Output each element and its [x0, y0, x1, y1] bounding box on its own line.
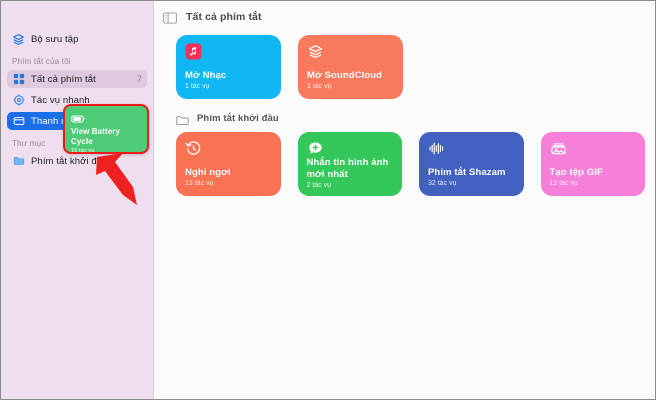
shortcut-card-open-soundcloud[interactable]: Mở SoundCloud 1 tác vụ [298, 35, 403, 99]
callout-title: View Battery Cycle [71, 127, 121, 146]
folder-icon [12, 155, 25, 168]
sidebar-item-label: Thanh menu [31, 115, 86, 127]
card-subtitle: 1 tác vụ [185, 83, 210, 90]
sidebar-item-label: Tất cả phím tắt [31, 73, 96, 85]
shortcut-group-starter: Phím tắt khởi đầu Nghỉ ngơi 13 tác vụ [154, 108, 655, 196]
card-title: Mở SoundCloud [307, 69, 383, 81]
folder-icon [176, 113, 189, 125]
card-text: Phím tắt Shazam 32 tác vụ [428, 167, 515, 190]
card-subtitle: 13 tác vụ [185, 180, 214, 187]
message-plus-icon [307, 140, 324, 157]
menubar-icon [12, 115, 25, 128]
card-subtitle: 1 tác vụ [307, 83, 332, 90]
sidebar-item-starter-shortcuts[interactable]: Phím tắt khởi đầu [7, 152, 147, 170]
page-title: Tất cả phím tắt [186, 10, 262, 23]
card-subtitle: 12 tác vụ [549, 180, 578, 187]
sidebar-item-gallery[interactable]: Bộ sưu tập [7, 30, 147, 48]
card-title: Tạo tệp GIF [549, 166, 603, 178]
card-subtitle: 32 tác vụ [428, 180, 457, 187]
card-title: Nghỉ ngơi [185, 166, 231, 178]
shortcut-card-shazam[interactable]: Phím tắt Shazam 32 tác vụ [419, 132, 524, 196]
battery-shortcut-callout-card[interactable]: View Battery Cycle 15 tác vụ [63, 104, 149, 154]
card-row: Nghỉ ngơi 13 tác vụ Nhắn tin hình ảnh mớ… [164, 132, 645, 196]
grid-icon [12, 73, 25, 86]
card-title: Nhắn tin hình ảnh mới nhất [306, 157, 389, 180]
card-text: Nhắn tin hình ảnh mới nhất 2 tác vụ [307, 157, 394, 191]
shortcut-card-make-gif[interactable]: Tạo tệp GIF 12 tác vụ [540, 132, 645, 196]
card-text: Mở SoundCloud 1 tác vụ [307, 70, 394, 93]
apple-music-icon [185, 43, 202, 60]
card-text: Mở Nhạc 1 tác vụ [185, 70, 272, 93]
soundcloud-layers-icon [307, 43, 324, 60]
card-text: Nghỉ ngơi 13 tác vụ [185, 167, 272, 190]
shortcut-card-open-music[interactable]: Mở Nhạc 1 tác vụ [176, 35, 281, 99]
sidebar-item-quick-actions[interactable]: Tác vụ nhanh [7, 91, 147, 109]
sidebar-top-spacer [1, 1, 153, 30]
callout-text: View Battery Cycle 15 tác vụ [71, 127, 141, 154]
sidebar-item-label: Tác vụ nhanh [31, 94, 90, 106]
layers-icon [12, 33, 25, 46]
card-subtitle: 2 tác vụ [306, 182, 332, 189]
group-header: Phím tắt khởi đầu [164, 108, 645, 128]
card-row: Mở Nhạc 1 tác vụ Mở SoundCloud [164, 35, 645, 99]
card-title: Mở Nhạc [185, 69, 227, 81]
gear-icon [12, 94, 25, 107]
red-arrow-annotation [93, 151, 147, 207]
sidebar-item-label: Bộ sưu tập [31, 33, 79, 45]
card-title: Phím tắt Shazam [428, 166, 506, 178]
shortcut-group-all: Mở Nhạc 1 tác vụ Mở SoundCloud [154, 35, 655, 99]
sidebar-section-folders: Thư mục [12, 139, 46, 148]
waveform-icon [428, 140, 445, 157]
main-header: Tất cả phím tắt [154, 1, 655, 24]
shortcut-card-rest[interactable]: Nghỉ ngơi 13 tác vụ [176, 132, 281, 196]
main-content: Tất cả phím tắt Mở Nhạc 1 tác vụ [154, 1, 655, 399]
photo-stack-icon [550, 140, 567, 157]
sidebar-section-my-shortcuts: Phím tắt của tôi [12, 57, 71, 66]
sidebar-item-all-shortcuts[interactable]: Tất cả phím tắt 7 [7, 70, 147, 88]
card-text: Tạo tệp GIF 12 tác vụ [550, 167, 637, 190]
sidebar-item-count: 7 [136, 74, 142, 84]
callout-subtitle: 15 tác vụ [71, 148, 95, 154]
sidebar-item-label: Phím tắt khởi đầu [31, 155, 108, 167]
battery-icon [71, 111, 87, 127]
shortcut-card-message-latest-photo[interactable]: Nhắn tin hình ảnh mới nhất 2 tác vụ [297, 132, 402, 196]
group-title: Phím tắt khởi đầu [197, 112, 279, 124]
sidebar-toggle-icon[interactable] [163, 11, 177, 24]
clock-arrow-icon [185, 140, 202, 157]
